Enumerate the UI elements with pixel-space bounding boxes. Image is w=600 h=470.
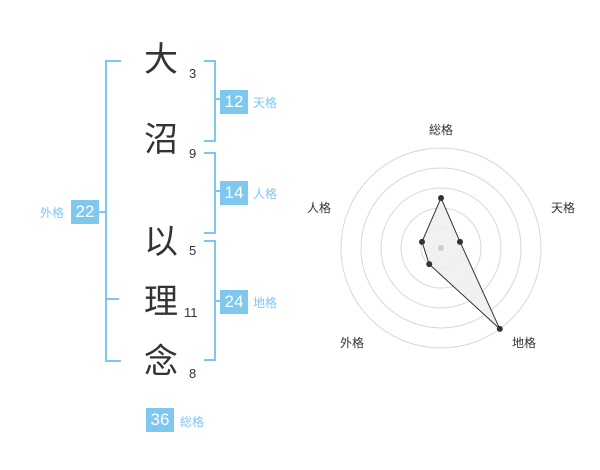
radar-axis-label-4: 外格 <box>339 336 364 350</box>
stroke-count-4: 11 <box>184 305 198 320</box>
tenkaku-label: 天格 <box>253 96 278 110</box>
stroke-count-1: 3 <box>189 66 197 81</box>
soukaku-label: 総格 <box>180 415 205 429</box>
radar-data-polygon <box>421 196 501 330</box>
radar-axis-label-2: 天格 <box>550 201 575 215</box>
chikaku-value-box: 24 <box>220 290 248 314</box>
name-char-5: 念 <box>144 342 178 382</box>
radar-ring-2 <box>400 207 482 289</box>
bracket-gaikaku <box>105 60 121 362</box>
name-char-1: 大 <box>144 40 178 80</box>
name-char-4: 理 <box>144 282 178 322</box>
bracket-jinkaku-tick <box>214 190 220 192</box>
bracket-chikaku-tick <box>214 300 220 302</box>
chikaku-label: 地格 <box>253 296 278 310</box>
name-char-2: 沼 <box>144 120 178 160</box>
tenkaku-value-box: 12 <box>220 90 248 114</box>
radar-axis-label-3: 地格 <box>511 336 536 350</box>
name-breakdown: 大 沼 以 理 念 3 9 5 11 8 12 天格 14 人格 24 地格 外… <box>40 40 278 432</box>
radar-ring-3 <box>380 187 502 309</box>
radar-point-5 <box>418 238 425 245</box>
bracket-gaikaku-mid <box>105 298 119 300</box>
bracket-jinkaku <box>204 152 216 234</box>
jinkaku-value-box: 14 <box>220 181 248 205</box>
bracket-tenkaku-tick <box>214 98 220 100</box>
radar-ring-1 <box>420 227 462 269</box>
radar-ring-5 <box>340 147 542 349</box>
jinkaku-label: 人格 <box>253 187 278 201</box>
radar-points <box>418 195 503 332</box>
bracket-gaikaku-tick <box>99 211 105 213</box>
bracket-tenkaku <box>204 60 216 142</box>
radar-axis-label-1: 総格 <box>428 123 453 137</box>
radar-center-dot <box>438 245 444 251</box>
name-char-3: 以 <box>144 222 178 262</box>
stroke-count-2: 9 <box>189 146 197 161</box>
radar-point-4 <box>426 261 433 268</box>
gaikaku-label: 外格 <box>40 206 65 220</box>
gaikaku-value-box: 22 <box>71 200 99 224</box>
stroke-count-5: 8 <box>189 366 197 381</box>
radar-point-1 <box>438 195 444 201</box>
radar-point-3 <box>496 325 503 332</box>
radar-ring-4 <box>360 167 522 329</box>
soukaku-value-box: 36 <box>146 408 174 432</box>
radar-rings <box>340 147 542 349</box>
radar-axis-label-5: 人格 <box>306 201 331 215</box>
stroke-count-3: 5 <box>189 243 197 258</box>
radar-point-2 <box>457 238 464 245</box>
